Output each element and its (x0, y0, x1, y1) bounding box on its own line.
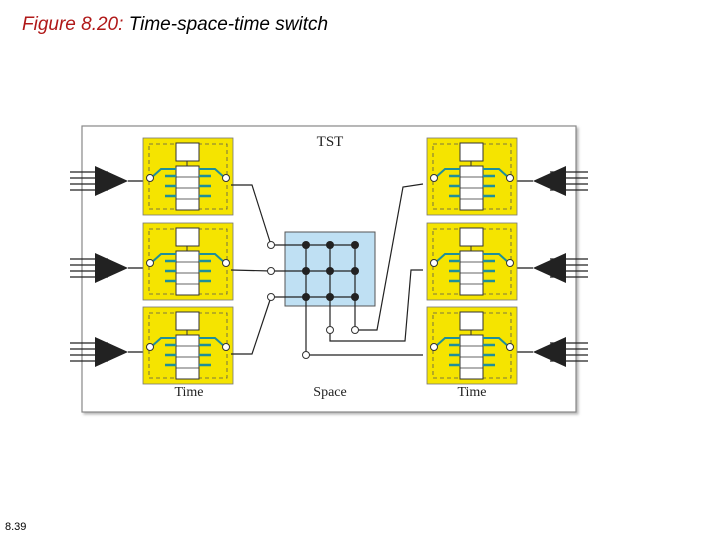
figure-title: Figure 8.20: Time-space-time switch (22, 14, 328, 36)
tsi-block-left-2 (141, 221, 235, 302)
label-time-left: Time (174, 385, 203, 400)
left-mux-triangle-3 (95, 337, 128, 367)
left-mux-triangle-1 (95, 166, 128, 196)
figure-number: Figure 8.20: (22, 14, 124, 35)
tsi-block-right-2 (425, 221, 519, 302)
right-demux-triangle-3 (533, 337, 566, 367)
left-mux-triangle-2 (95, 253, 128, 283)
right-demux-triangle-2 (533, 253, 566, 283)
figure-caption: Time-space-time switch (128, 14, 329, 35)
right-stage-wires (306, 183, 424, 356)
crossbar-grid (272, 244, 356, 355)
diagram-title: TST (317, 134, 344, 150)
tsi-block-right-1 (425, 136, 519, 217)
page-number: 8.39 (5, 521, 27, 533)
tsi-block-right-3 (425, 305, 519, 386)
right-demux-triangle-1 (533, 166, 566, 196)
tsi-block-left-3 (141, 305, 235, 386)
left-stage-wires (230, 184, 272, 355)
label-time-right: Time (457, 385, 486, 400)
crosspoints (302, 241, 359, 301)
label-space: Space (313, 385, 346, 400)
tsi-block-left-1 (141, 136, 235, 217)
